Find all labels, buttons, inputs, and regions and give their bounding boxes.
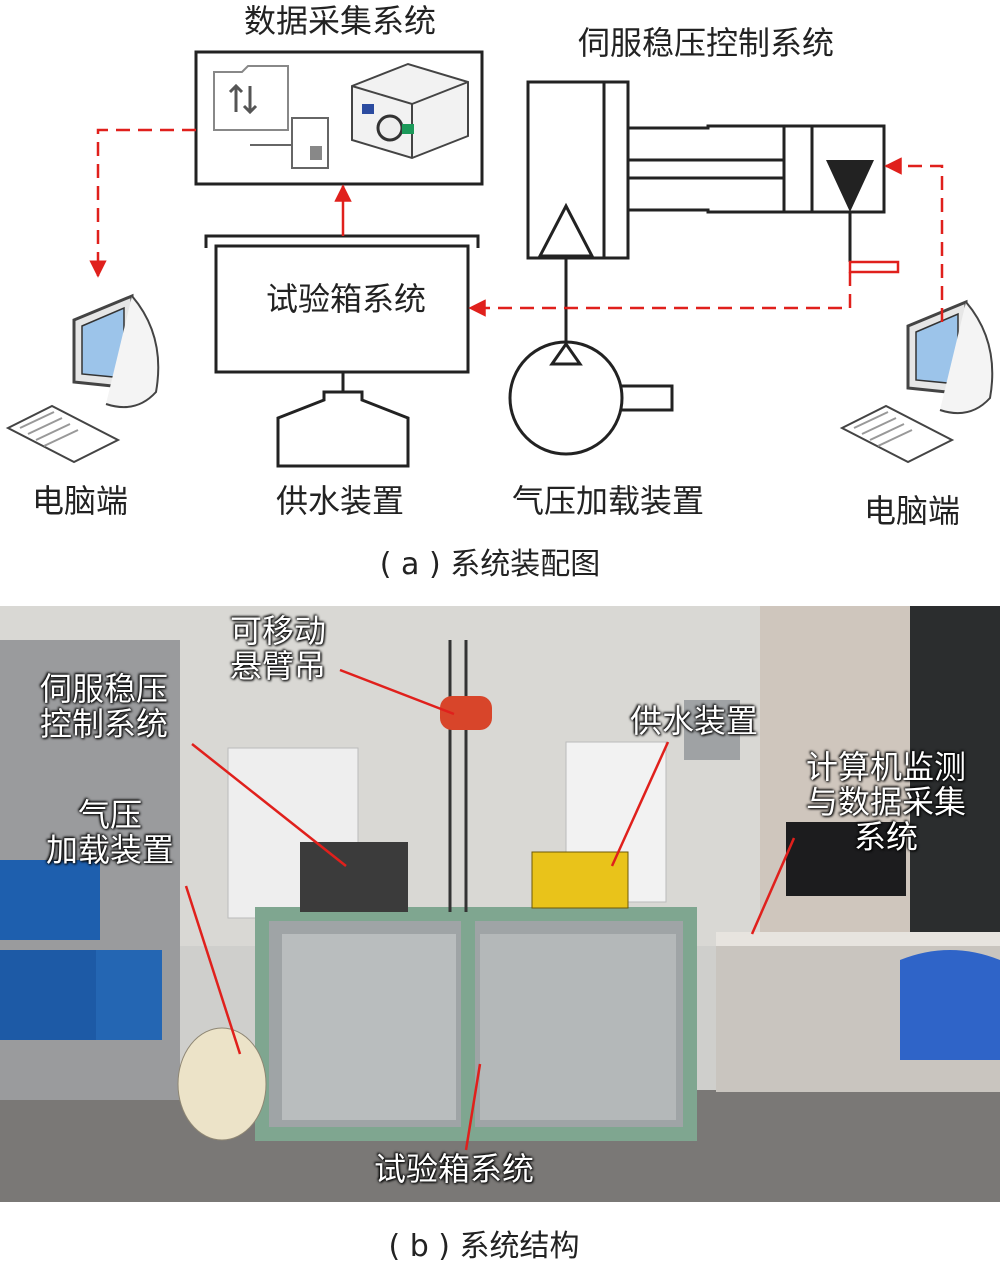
computer-left-icon bbox=[5, 293, 160, 464]
arrow-pc-right-to-servo bbox=[884, 157, 944, 322]
label-computer-monitor: 计算机监测 与数据采集 系统 bbox=[805, 748, 967, 857]
label-water-supply: 供水装置 bbox=[275, 482, 405, 520]
label-hoist-line2: 悬臂吊 bbox=[229, 647, 327, 686]
photo-leader-lines bbox=[184, 668, 796, 1151]
signal-lines bbox=[89, 128, 944, 322]
label-air-line1: 气压 bbox=[77, 796, 143, 834]
label-photo-water-supply: 供水装置 bbox=[629, 702, 759, 740]
label-servo-line1: 伺服稳压 bbox=[39, 670, 169, 708]
air-loading-pump bbox=[508, 340, 674, 456]
test-box-tank bbox=[204, 234, 480, 374]
label-photo-test-box: 试验箱系统 bbox=[373, 1150, 535, 1188]
label-hoist: 可移动 悬臂吊 bbox=[229, 612, 327, 686]
folder-transfer-icon bbox=[213, 65, 329, 169]
label-servo: 伺服稳压 控制系统 bbox=[39, 670, 169, 744]
arrow-acquisition-to-pc-left bbox=[89, 128, 196, 278]
label-air-loading: 气压加载装置 bbox=[511, 482, 705, 520]
label-data-acquisition: 数据采集系统 bbox=[243, 2, 437, 40]
projector-device-icon bbox=[351, 62, 469, 160]
arrow-servo-to-tank bbox=[468, 272, 852, 317]
lab-photo bbox=[0, 606, 1000, 1202]
caption-a: ( a ) 系统装配图 bbox=[379, 547, 601, 582]
label-air: 气压 加载装置 bbox=[45, 796, 175, 870]
label-computer-line3: 系统 bbox=[853, 818, 919, 857]
label-computer-right: 电脑端 bbox=[863, 492, 961, 530]
label-computer-left: 电脑端 bbox=[31, 482, 129, 520]
label-computer-line1: 计算机监测 bbox=[805, 748, 967, 786]
data-acquisition-box bbox=[194, 50, 484, 186]
caption-b: ( b ) 系统结构 bbox=[388, 1229, 580, 1264]
label-test-box: 试验箱系统 bbox=[265, 280, 427, 318]
label-air-line2: 加载装置 bbox=[45, 831, 175, 870]
label-computer-line2: 与数据采集 bbox=[805, 783, 967, 822]
label-hoist-line1: 可移动 bbox=[229, 612, 327, 650]
servo-control-schematic bbox=[526, 80, 900, 344]
label-servo-control: 伺服稳压控制系统 bbox=[577, 24, 835, 62]
computer-right-icon bbox=[839, 299, 994, 464]
water-supply-tank bbox=[276, 372, 410, 468]
label-servo-line2: 控制系统 bbox=[39, 705, 169, 744]
